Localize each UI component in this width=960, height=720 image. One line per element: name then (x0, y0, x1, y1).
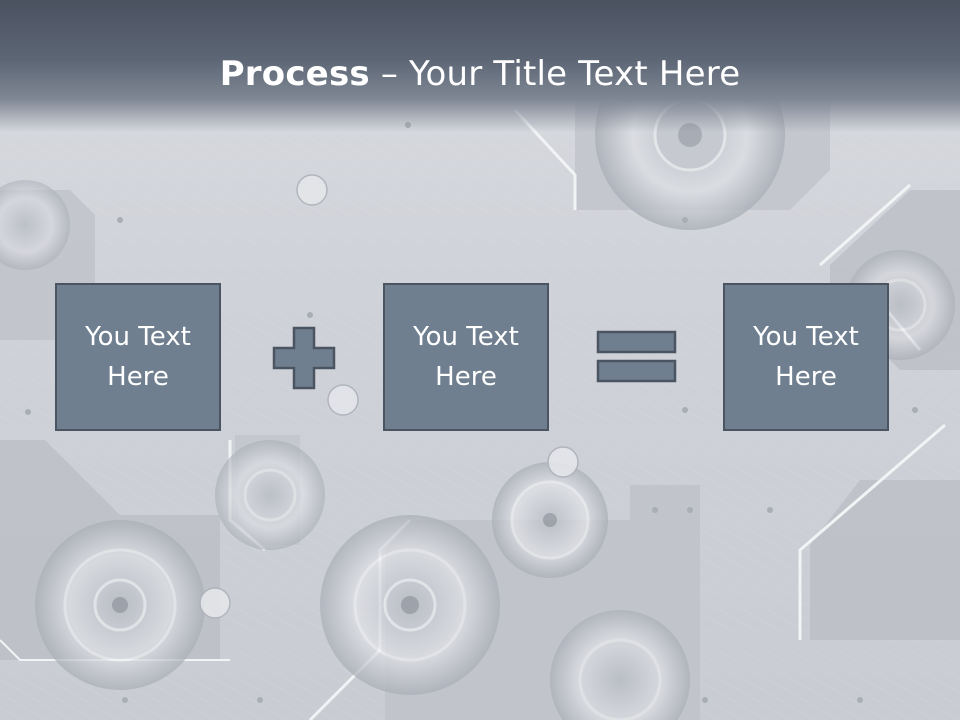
equals-icon (596, 330, 677, 383)
title-bold: Process (219, 54, 370, 94)
title-rest: – Your Title Text Here (369, 54, 741, 94)
process-box-3: You Text Here (723, 283, 889, 431)
process-box-1-text: You Text Here (85, 322, 191, 392)
slide-title: Process – Your Title Text Here (0, 52, 960, 96)
process-box-1: You Text Here (55, 283, 221, 431)
process-box-3-text: You Text Here (753, 322, 859, 392)
plus-icon (272, 326, 336, 390)
title-bar (0, 0, 960, 132)
process-box-2-text: You Text Here (413, 322, 519, 392)
process-box-2: You Text Here (383, 283, 549, 431)
